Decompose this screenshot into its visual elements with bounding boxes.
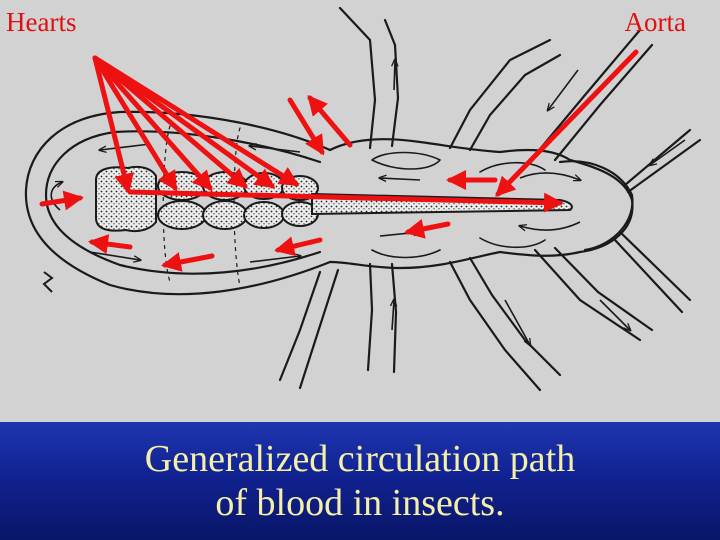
flow-arrow [50, 182, 62, 211]
flow-arrow [394, 60, 395, 91]
flow-arrow [548, 69, 579, 110]
leg-hind-lower [366, 262, 398, 374]
red-arrow-icon [495, 49, 639, 197]
red-arrow-icon [127, 189, 564, 213]
heart-chamber [157, 200, 207, 230]
hearts-label: Hearts [6, 7, 77, 37]
caption-line-2: of blood in insects. [215, 482, 505, 524]
heart-chamber [243, 201, 285, 229]
flow-arrow [100, 143, 151, 150]
leg-hind-upper [338, 6, 400, 150]
leg-mid-upper [448, 38, 562, 152]
thorax-curl [371, 151, 441, 170]
caption-line-1: Generalized circulation path [144, 438, 576, 480]
red-arrow-icon [92, 55, 178, 192]
thorax-curl [479, 237, 546, 249]
flow-arrow [392, 300, 394, 331]
diagram-panel: Hearts Aorta [0, 0, 720, 422]
insect-circulation-diagram [24, 6, 702, 392]
red-arrow-icon [92, 55, 213, 191]
leg-front-lower [533, 246, 654, 342]
head-outline [558, 160, 634, 252]
red-arrow-icon [161, 252, 215, 272]
flow-arrow [249, 256, 300, 263]
leg-mid-lower [448, 256, 562, 392]
red-arrow-icon [92, 55, 134, 194]
red-arrow-icon [287, 97, 325, 156]
flow-arrow [650, 139, 686, 165]
flow-arrow [250, 146, 301, 153]
legs [278, 6, 702, 392]
heart-chamber [95, 166, 157, 232]
red-arrow-icon [307, 94, 353, 148]
leg-front-upper [533, 28, 654, 162]
red-arrow-icon [88, 234, 133, 255]
flow-arrow [504, 299, 530, 345]
flow-arrow [380, 178, 421, 180]
red-annotation-arrows [39, 49, 639, 272]
flow-arrow [519, 172, 580, 180]
leg-hind-lower-tip [278, 268, 340, 390]
abdomen-outline [24, 110, 332, 296]
red-arrow-icon [274, 236, 323, 257]
heart-chamber [202, 200, 248, 230]
antenna-lower [613, 230, 692, 314]
scale-mark [42, 271, 54, 293]
red-arrow-icon [404, 219, 451, 239]
red-arrow-icon [39, 190, 84, 211]
segment-line [162, 125, 171, 283]
caption-band: Generalized circulation path of blood in… [0, 422, 720, 540]
red-arrow-icon [92, 55, 249, 189]
flow-arrow [599, 299, 630, 330]
red-arrow-icon [92, 55, 300, 187]
thorax-curl [371, 249, 441, 259]
flow-arrow [520, 221, 581, 230]
antenna-upper [623, 128, 702, 194]
aorta-label: Aorta [624, 7, 686, 37]
thorax-curl [479, 161, 546, 173]
